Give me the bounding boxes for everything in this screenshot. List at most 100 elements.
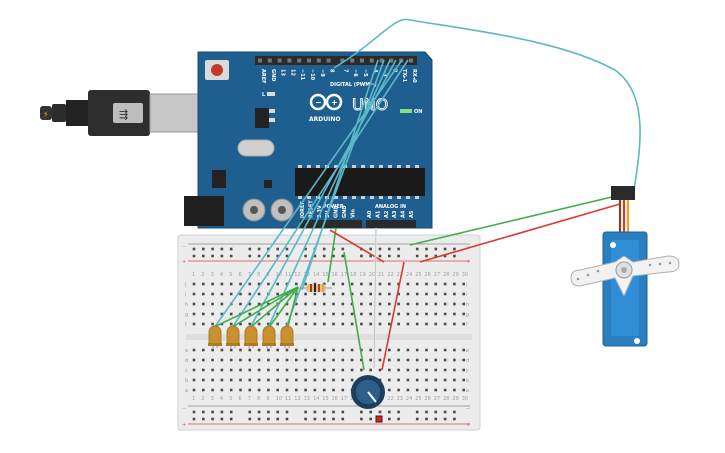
breadboard-hole[interactable] bbox=[276, 348, 279, 352]
breadboard-hole[interactable] bbox=[304, 388, 307, 392]
breadboard-hole[interactable] bbox=[369, 358, 372, 362]
rail-hole[interactable] bbox=[313, 417, 317, 421]
breadboard-hole[interactable] bbox=[220, 282, 224, 286]
breadboard-hole[interactable] bbox=[341, 282, 345, 286]
breadboard-hole[interactable] bbox=[360, 292, 363, 296]
breadboard-hole[interactable] bbox=[248, 358, 252, 362]
breadboard-hole[interactable] bbox=[397, 388, 400, 392]
breadboard-hole[interactable] bbox=[313, 292, 317, 296]
breadboard-hole[interactable] bbox=[378, 368, 382, 372]
digital-pin[interactable] bbox=[287, 58, 292, 63]
servo-5v-wire[interactable] bbox=[419, 203, 621, 263]
breadboard-hole[interactable] bbox=[415, 312, 419, 316]
breadboard-hole[interactable] bbox=[192, 378, 196, 382]
breadboard-hole[interactable] bbox=[443, 388, 447, 392]
breadboard-hole[interactable] bbox=[202, 358, 205, 362]
breadboard-hole[interactable] bbox=[229, 292, 233, 296]
breadboard-hole[interactable] bbox=[192, 322, 196, 326]
rail-hole[interactable] bbox=[453, 254, 456, 258]
breadboard-hole[interactable] bbox=[313, 348, 317, 352]
rail-hole[interactable] bbox=[267, 254, 270, 258]
breadboard-hole[interactable] bbox=[192, 282, 196, 286]
breadboard-hole[interactable] bbox=[388, 358, 391, 362]
breadboard-hole[interactable] bbox=[350, 322, 354, 326]
wire-led-3[interactable] bbox=[249, 59, 397, 329]
breadboard-hole[interactable] bbox=[322, 388, 326, 392]
breadboard-hole[interactable] bbox=[313, 312, 317, 316]
breadboard-hole[interactable] bbox=[434, 378, 438, 382]
digital-pin[interactable] bbox=[350, 58, 355, 63]
breadboard-hole[interactable] bbox=[462, 368, 465, 372]
breadboard-hole[interactable] bbox=[313, 368, 317, 372]
rail-hole[interactable] bbox=[397, 417, 400, 421]
breadboard-hole[interactable] bbox=[462, 322, 465, 326]
breadboard-hole[interactable] bbox=[211, 348, 214, 352]
breadboard-hole[interactable] bbox=[285, 302, 289, 306]
breadboard-hole[interactable] bbox=[415, 368, 419, 372]
breadboard-hole[interactable] bbox=[229, 358, 233, 362]
breadboard-hole[interactable] bbox=[257, 322, 261, 326]
breadboard-hole[interactable] bbox=[322, 282, 326, 286]
breadboard-hole[interactable] bbox=[202, 292, 205, 296]
wire-led-4[interactable] bbox=[267, 59, 391, 329]
breadboard-hole[interactable] bbox=[434, 348, 438, 352]
breadboard-hole[interactable] bbox=[257, 312, 261, 316]
breadboard-hole[interactable] bbox=[453, 312, 456, 316]
rail-hole[interactable] bbox=[276, 247, 279, 251]
breadboard-hole[interactable] bbox=[211, 378, 214, 382]
rail-hole[interactable] bbox=[248, 247, 252, 251]
breadboard-hole[interactable] bbox=[285, 368, 289, 372]
rail-hole[interactable] bbox=[257, 417, 261, 421]
rail-hole[interactable] bbox=[313, 254, 317, 258]
breadboard-hole[interactable] bbox=[415, 282, 419, 286]
breadboard-hole[interactable] bbox=[453, 388, 456, 392]
rail-hole[interactable] bbox=[229, 410, 233, 414]
rail-hole[interactable] bbox=[341, 410, 345, 414]
breadboard-hole[interactable] bbox=[406, 312, 410, 316]
rail-hole[interactable] bbox=[202, 417, 205, 421]
breadboard-hole[interactable] bbox=[415, 358, 419, 362]
rail-hole[interactable] bbox=[211, 254, 214, 258]
rail-hole[interactable] bbox=[248, 254, 252, 258]
breadboard-hole[interactable] bbox=[443, 282, 447, 286]
breadboard-hole[interactable] bbox=[304, 358, 307, 362]
breadboard-hole[interactable] bbox=[257, 368, 261, 372]
rail-hole[interactable] bbox=[229, 247, 233, 251]
rail-hole[interactable] bbox=[388, 410, 391, 414]
breadboard-hole[interactable] bbox=[295, 378, 298, 382]
rail-hole[interactable] bbox=[220, 417, 224, 421]
breadboard-hole[interactable] bbox=[285, 388, 289, 392]
rail-hole[interactable] bbox=[443, 410, 447, 414]
breadboard-hole[interactable] bbox=[388, 322, 391, 326]
breadboard-hole[interactable] bbox=[406, 368, 410, 372]
breadboard-hole[interactable] bbox=[202, 322, 205, 326]
breadboard-hole[interactable] bbox=[276, 378, 279, 382]
breadboard-hole[interactable] bbox=[397, 302, 400, 306]
breadboard-hole[interactable] bbox=[369, 348, 372, 352]
breadboard-hole[interactable] bbox=[360, 312, 363, 316]
breadboard-hole[interactable] bbox=[267, 348, 270, 352]
breadboard-hole[interactable] bbox=[378, 312, 382, 316]
breadboard-hole[interactable] bbox=[322, 368, 326, 372]
pot-5v-wire[interactable] bbox=[381, 261, 405, 371]
breadboard-hole[interactable] bbox=[397, 322, 400, 326]
breadboard-hole[interactable] bbox=[406, 282, 410, 286]
rail-hole[interactable] bbox=[220, 254, 224, 258]
breadboard-hole[interactable] bbox=[369, 302, 372, 306]
breadboard-hole[interactable] bbox=[388, 388, 391, 392]
led-1[interactable] bbox=[208, 325, 222, 348]
breadboard-hole[interactable] bbox=[211, 358, 214, 362]
breadboard-hole[interactable] bbox=[388, 292, 391, 296]
led-3[interactable] bbox=[244, 325, 258, 348]
rail-hole[interactable] bbox=[332, 410, 335, 414]
breadboard-hole[interactable] bbox=[192, 358, 196, 362]
rail-hole[interactable] bbox=[425, 410, 428, 414]
rail-hole[interactable] bbox=[388, 417, 391, 421]
breadboard-hole[interactable] bbox=[406, 388, 410, 392]
breadboard-hole[interactable] bbox=[322, 348, 326, 352]
rail-hole[interactable] bbox=[211, 410, 214, 414]
breadboard-hole[interactable] bbox=[248, 312, 252, 316]
led-4[interactable] bbox=[262, 325, 276, 348]
breadboard-hole[interactable] bbox=[211, 368, 214, 372]
wire-led-2[interactable] bbox=[231, 59, 409, 329]
